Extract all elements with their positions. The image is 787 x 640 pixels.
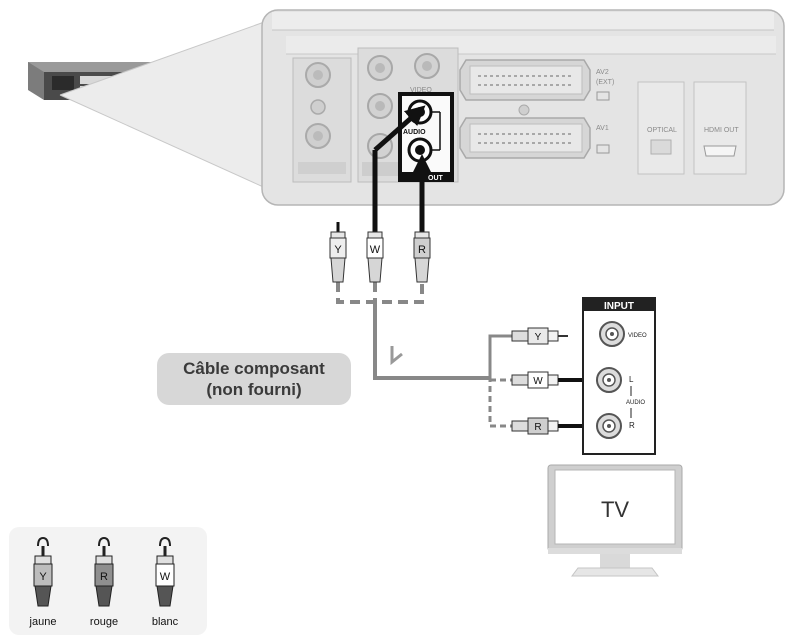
player-cables (336, 105, 490, 380)
tv-illustration: TV (547, 464, 683, 577)
tv-input-panel: INPUT VIDEO L AUDIO R (582, 297, 656, 455)
player-audio-out-label: OUT (428, 175, 444, 182)
tv-plug-r-letter: R (534, 422, 541, 433)
callout-line2: (non fourni) (206, 380, 302, 399)
tv-plug-w-letter: W (533, 376, 543, 387)
tv-video-label: VIDEO (628, 333, 647, 339)
player-rear-panel: VIDEO AUDIO OUT (261, 9, 785, 206)
optical-label: OPTICAL (647, 127, 677, 134)
legend-r-letter: R (100, 571, 108, 583)
optical-port: OPTICAL (637, 81, 685, 175)
tv-label: TV (601, 497, 629, 522)
ext-label: (EXT) (596, 79, 614, 86)
legend-w-letter: W (160, 571, 171, 583)
legend-plug-yellow: Y jaune (29, 536, 57, 628)
hdmi-label: HDMI OUT (704, 127, 739, 134)
tv-audio-label: AUDIO (626, 400, 645, 406)
tv-side-cables (488, 334, 512, 428)
plug-w-letter: W (370, 244, 381, 256)
audio-out-block: AUDIO OUT (398, 92, 454, 182)
plug-r-letter: R (418, 244, 426, 256)
plug-y-letter: Y (334, 244, 342, 256)
legend-plug-white: W blanc (152, 536, 179, 628)
plug-red-player: R (413, 231, 431, 283)
legend-plug-red: R rouge (90, 536, 118, 628)
tv-input-title: INPUT (604, 301, 634, 312)
tv-plug-y-letter: Y (535, 332, 542, 343)
legend-y-letter: Y (39, 571, 47, 583)
plug-yellow-player: Y (329, 222, 347, 283)
tv-left-label: L (629, 375, 634, 384)
zoom-lines (59, 19, 271, 191)
plug-white-player: W (366, 231, 384, 283)
av1-label: AV1 (596, 125, 609, 132)
legend-r-caption: rouge (90, 616, 118, 628)
legend-y-caption: jaune (29, 616, 57, 628)
tv-right-label: R (629, 421, 635, 430)
av2-label: AV2 (596, 69, 609, 76)
plug-yellow-tv: Y (511, 327, 568, 345)
callout-line1: Câble composant (183, 359, 325, 378)
scart-av1 (459, 117, 591, 159)
cable-callout: Câble composant (non fourni) (157, 353, 351, 405)
hdmi-port: HDMI OUT (693, 81, 747, 175)
scart-av2 (459, 59, 591, 101)
legend-w-caption: blanc (152, 616, 179, 628)
player-video-label: VIDEO (410, 87, 432, 94)
player-audio-label: AUDIO (403, 129, 426, 136)
legend-plugs: Y jaune R rouge W blanc (29, 536, 179, 628)
antenna-block (292, 57, 352, 183)
